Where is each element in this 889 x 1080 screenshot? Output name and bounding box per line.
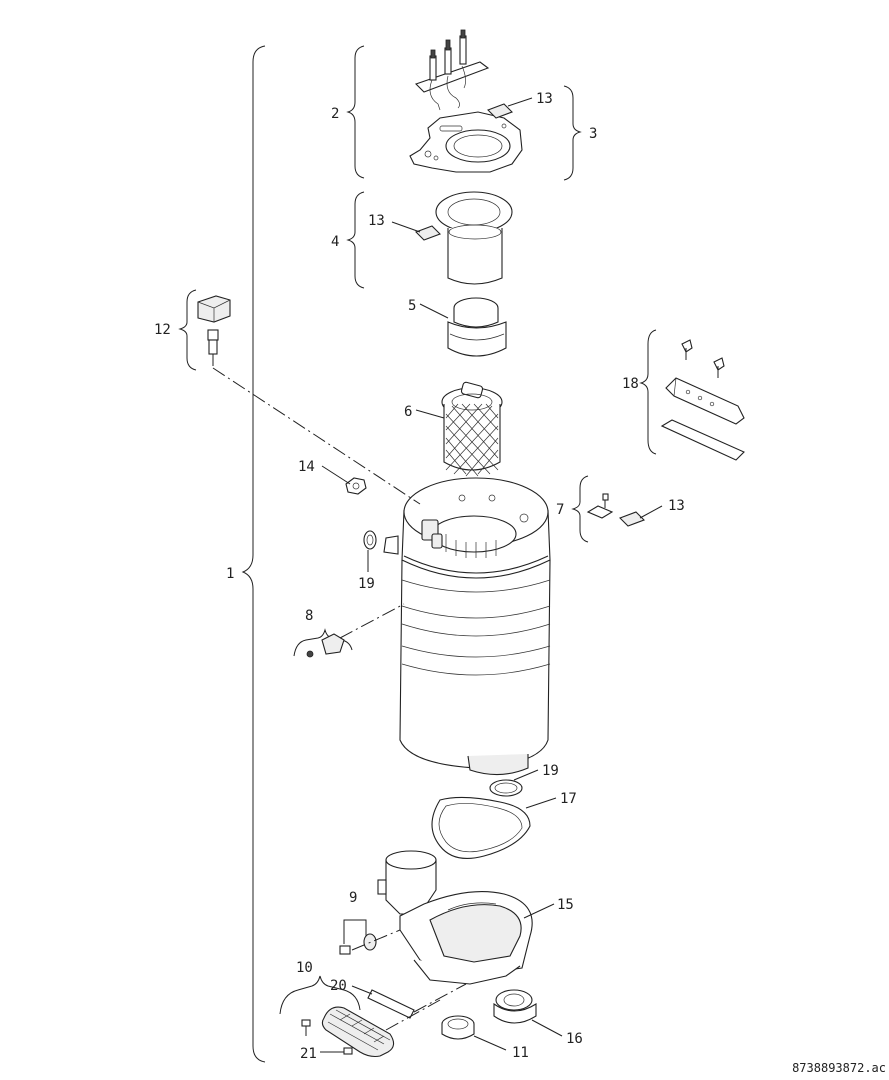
axis-line-12	[212, 367, 421, 505]
axis-line-10	[385, 999, 441, 1031]
callout-19-bottom: 19	[542, 763, 559, 779]
callout-11: 11	[512, 1045, 529, 1061]
leader-13-mid	[391, 221, 421, 233]
leader-5	[419, 303, 449, 319]
callout-18: 18	[622, 376, 639, 392]
part-18-bracket	[660, 339, 745, 461]
callout-1: 1	[226, 566, 234, 582]
axis-line-9	[351, 929, 401, 951]
part-11-fitting	[441, 1015, 475, 1040]
leader-15	[523, 903, 555, 919]
part-8-connector	[306, 633, 345, 658]
part-insulation-sleeve	[435, 191, 513, 285]
part-19-oring-top	[363, 530, 377, 550]
brace-3	[563, 85, 582, 181]
brace-8	[293, 628, 353, 657]
part-20-seal	[367, 989, 415, 1019]
leader-6	[415, 409, 445, 419]
leader-13-right	[639, 505, 663, 519]
part-6-coil	[441, 381, 503, 477]
callout-17: 17	[560, 791, 577, 807]
callout-20: 20	[330, 978, 347, 994]
leader-16	[531, 1019, 563, 1037]
leader-20	[351, 985, 373, 995]
part-pad-13-top	[487, 103, 513, 119]
brace-7	[571, 475, 589, 543]
brace-18	[639, 329, 657, 455]
part-15-tray	[377, 850, 533, 985]
leader-17	[525, 797, 557, 809]
callout-3: 3	[589, 126, 597, 142]
callout-7: 7	[556, 502, 564, 518]
part-7-clip	[586, 493, 614, 519]
part-21-screws	[301, 1019, 353, 1055]
part-14-nut	[345, 477, 367, 495]
callout-13-top: 13	[536, 91, 553, 107]
callout-16: 16	[566, 1031, 583, 1047]
callout-19-top: 19	[358, 576, 375, 592]
callout-14: 14	[298, 459, 315, 475]
part-17-gasket	[431, 796, 531, 859]
part-electrodes	[414, 29, 490, 111]
part-pad-13-right	[619, 511, 645, 527]
callout-12: 12	[154, 322, 171, 338]
callout-13-right: 13	[668, 498, 685, 514]
brace-1	[241, 45, 266, 1063]
callout-21: 21	[300, 1046, 317, 1062]
callout-9: 9	[349, 890, 357, 906]
reference-code: 8738893872.ac	[792, 1061, 886, 1075]
callout-13-mid: 13	[368, 213, 385, 229]
leader-14	[321, 465, 351, 485]
part-12-sensor	[197, 295, 231, 366]
brace-12	[178, 289, 197, 371]
part-9-valve	[339, 933, 377, 955]
leader-19-bottom	[513, 769, 539, 781]
part-burner-plate	[409, 111, 523, 173]
axis-line-8	[339, 603, 405, 639]
bracket-9	[343, 919, 367, 944]
callout-6: 6	[404, 404, 412, 420]
brace-10	[279, 975, 361, 1015]
callout-10: 10	[296, 960, 313, 976]
part-10-grille	[321, 1006, 395, 1058]
leader-13-top	[507, 97, 533, 107]
part-1-tank	[383, 477, 551, 776]
part-5-cap	[447, 297, 507, 357]
callout-8: 8	[305, 608, 313, 624]
callout-15: 15	[557, 897, 574, 913]
leader-11	[473, 1035, 507, 1051]
brace-2	[346, 45, 365, 179]
callout-4: 4	[331, 234, 339, 250]
callout-5: 5	[408, 298, 416, 314]
part-16-fitting	[493, 989, 537, 1024]
callout-2: 2	[331, 106, 339, 122]
brace-4	[346, 191, 365, 289]
part-pad-13-mid	[415, 225, 441, 241]
part-19-oring-bottom	[489, 779, 523, 797]
axis-line-20	[413, 983, 467, 1013]
